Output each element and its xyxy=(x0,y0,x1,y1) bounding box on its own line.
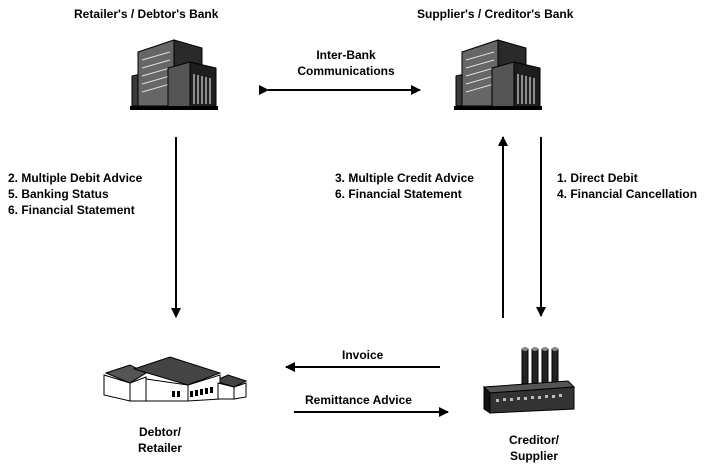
flow-label: 2. Multiple Debit Advice xyxy=(8,171,143,185)
factory-icon xyxy=(482,347,576,414)
debtor-label-line2: Retailer xyxy=(137,441,183,455)
flow-label: 3. Multiple Credit Advice xyxy=(335,171,474,185)
flow-label: 5. Banking Status xyxy=(8,187,109,201)
invoice-label: Invoice xyxy=(342,348,384,362)
creditor-bank-flow-labels: 1. Direct Debit 4. Financial Cancellatio… xyxy=(557,170,697,202)
debtor-bank-flow-labels: 2. Multiple Debit Advice 5. Banking Stat… xyxy=(8,170,142,218)
flow-label: 6. Financial Statement xyxy=(8,203,135,217)
flow-label: 1. Direct Debit xyxy=(557,171,638,185)
house-icon xyxy=(103,356,248,402)
creditor-to-bank-flow-labels: 3. Multiple Credit Advice 6. Financial S… xyxy=(335,170,474,202)
flow-label: 6. Financial Statement xyxy=(335,187,462,201)
interbank-label-line1: Inter-Bank xyxy=(316,48,376,62)
creditor-label-line1: Creditor/ xyxy=(508,433,559,447)
remittance-label: Remittance Advice xyxy=(305,393,412,407)
creditor-label-line2: Supplier xyxy=(509,449,558,463)
debtor-label-line1: Debtor/ xyxy=(139,425,181,439)
creditor-bank-title: Supplier's / Creditor's Bank xyxy=(417,7,574,21)
interbank-label: Inter-Bank Communications xyxy=(286,47,406,79)
creditor-label: Creditor/ Supplier xyxy=(494,432,574,464)
debtor-bank-title: Retailer's / Debtor's Bank xyxy=(74,7,219,21)
debtor-label: Debtor/ Retailer xyxy=(120,424,200,456)
interbank-label-line2: Communications xyxy=(297,64,395,78)
flow-label: 4. Financial Cancellation xyxy=(557,187,698,201)
bank-building-icon xyxy=(454,39,542,110)
bank-building-icon xyxy=(130,39,218,110)
